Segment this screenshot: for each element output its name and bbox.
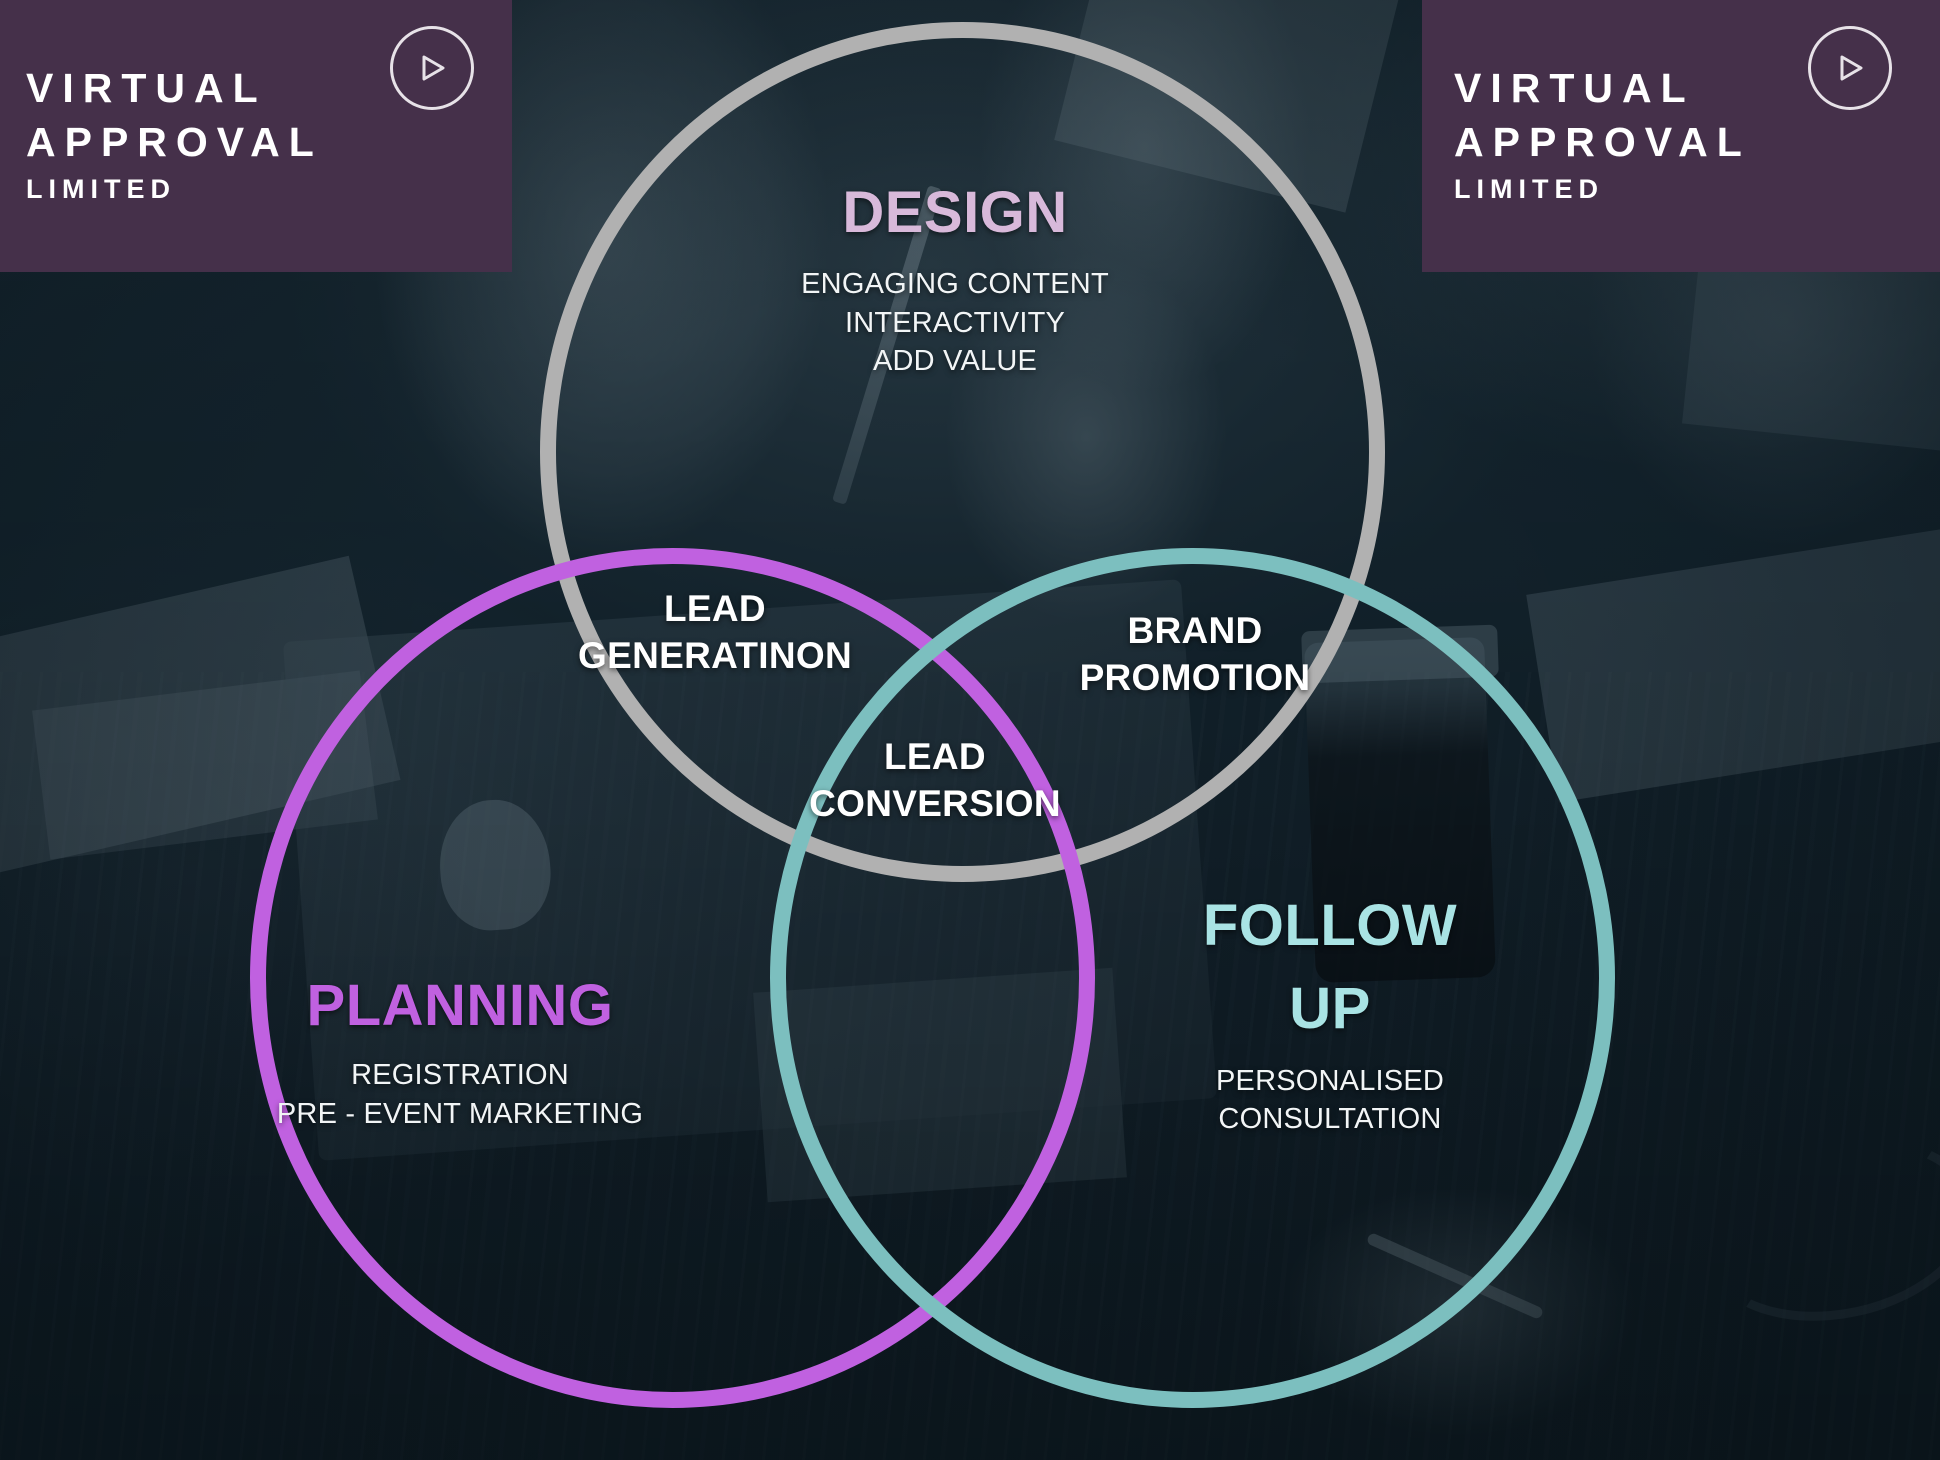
logo-line2: APPROVAL	[1454, 118, 1751, 165]
followup-text-block: FOLLOW UP PERSONALISED CONSULTATION	[1130, 895, 1530, 1138]
logo-wordmark-left: VIRTUAL APPROVAL LIMITED	[26, 62, 323, 209]
overlap-lead-conversion-line2: CONVERSION	[809, 783, 1061, 825]
design-title: DESIGN	[842, 180, 1068, 245]
overlap-lead-generation-line1: LEAD	[664, 588, 766, 629]
logo-line3: LIMITED	[1454, 174, 1604, 205]
design-item-3: ADD VALUE	[872, 345, 1038, 377]
followup-title-line2: UP	[1289, 976, 1371, 1042]
overlap-label-lead-generation: LEAD GENERATINON	[525, 585, 905, 680]
logo-line1: VIRTUAL	[1454, 65, 1695, 112]
followup-title-line1: FOLLOW	[1202, 893, 1458, 958]
overlap-label-brand-promotion: BRAND PROMOTION	[1035, 607, 1355, 702]
overlap-label-lead-conversion: LEAD CONVERSION	[735, 733, 1135, 828]
overlap-lead-conversion-line1: LEAD	[884, 736, 986, 777]
play-circle-icon	[1808, 26, 1892, 110]
planning-text-block: PLANNING REGISTRATION PRE - EVENT MARKET…	[200, 975, 720, 1133]
logo-line3: LIMITED	[26, 174, 176, 205]
planning-item-2: PRE - EVENT MARKETING	[276, 1097, 644, 1130]
followup-item-2: CONSULTATION	[1218, 1103, 1442, 1136]
overlap-brand-promotion-line1: BRAND	[1127, 610, 1263, 651]
followup-item-1: PERSONALISED	[1215, 1064, 1445, 1097]
overlap-brand-promotion-line2: PROMOTION	[1079, 657, 1311, 699]
logo-line2: APPROVAL	[26, 118, 323, 165]
design-text-block: DESIGN ENGAGING CONTENT INTERACTIVITY AD…	[730, 182, 1180, 380]
logo-wordmark-right: VIRTUAL APPROVAL LIMITED	[1454, 62, 1751, 209]
design-item-2: INTERACTIVITY	[844, 306, 1066, 339]
design-item-1: ENGAGING CONTENT	[801, 268, 1109, 301]
overlap-lead-generation-line2: GENERATINON	[578, 635, 852, 677]
logo-line1: VIRTUAL	[26, 65, 267, 112]
play-circle-icon	[390, 26, 474, 110]
planning-item-1: REGISTRATION	[351, 1059, 569, 1092]
planning-title: PLANNING	[306, 973, 614, 1038]
